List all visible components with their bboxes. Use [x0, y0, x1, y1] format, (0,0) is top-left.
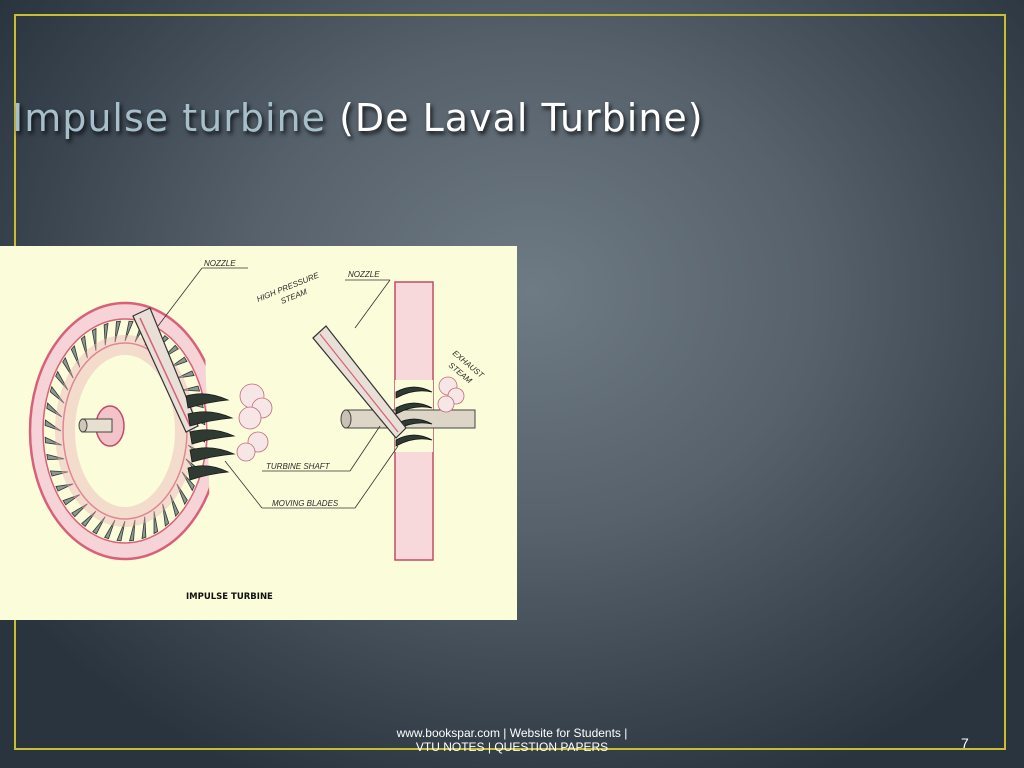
- title-main: Impulse turbine: [12, 96, 326, 140]
- turbine-diagram: NOZZLE HIGH PRESSURE STEAM NOZZLE EXHAUS…: [28, 259, 486, 602]
- footer: www.bookspar.com | Website for Students …: [340, 726, 684, 754]
- blade: [92, 516, 106, 535]
- figure-caption: IMPULSE TURBINE: [186, 592, 273, 602]
- blade: [116, 520, 126, 542]
- label-nozzle-right: NOZZLE: [348, 270, 380, 279]
- nozzle-right: [312, 325, 407, 439]
- blade: [162, 503, 170, 527]
- blade: [124, 320, 134, 342]
- footer-line-1: www.bookspar.com | Website for Students …: [396, 726, 628, 740]
- blade: [153, 511, 159, 535]
- blade: [49, 385, 65, 404]
- blade: [103, 322, 109, 346]
- exhaust-steam-left: [236, 383, 273, 462]
- blade: [169, 494, 180, 518]
- label-moving-blades: MOVING BLADES: [272, 499, 339, 508]
- exhaust-steam-right: [437, 376, 465, 413]
- blade: [70, 344, 81, 368]
- slide-number: 7: [961, 735, 969, 751]
- slide-title: Impulse turbine (De Laval Turbine): [12, 96, 704, 140]
- blade: [129, 519, 136, 542]
- blade: [170, 356, 188, 368]
- blade: [71, 503, 88, 518]
- label-turbine-shaft: TURBINE SHAFT: [266, 462, 331, 471]
- title-subtitle: (De Laval Turbine): [339, 96, 704, 140]
- blade: [176, 483, 188, 506]
- blade: [62, 356, 74, 379]
- leader-lines: [157, 267, 399, 509]
- blade: [114, 320, 121, 343]
- blade: [62, 494, 80, 506]
- footer-line-2: VTU NOTES | QUESTION PAPERS: [415, 740, 609, 754]
- blade: [80, 335, 88, 359]
- blade: [46, 402, 63, 418]
- impulse-turbine-figure: NOZZLE HIGH PRESSURE STEAM NOZZLE EXHAUS…: [0, 246, 517, 620]
- blade: [44, 436, 62, 446]
- moving-blades-detail: [185, 393, 236, 481]
- blade: [55, 370, 69, 391]
- blade: [181, 385, 201, 392]
- blade: [91, 327, 97, 351]
- nozzle-left: [132, 307, 199, 433]
- blade: [46, 453, 65, 461]
- blade: [55, 483, 74, 492]
- blade: [141, 516, 147, 540]
- blade: [176, 370, 195, 379]
- blade: [181, 471, 195, 492]
- blade: [49, 470, 69, 477]
- blade: [44, 419, 62, 432]
- label-nozzle-left: NOZZLE: [204, 259, 236, 268]
- blade: [104, 519, 116, 540]
- blade: [81, 510, 97, 527]
